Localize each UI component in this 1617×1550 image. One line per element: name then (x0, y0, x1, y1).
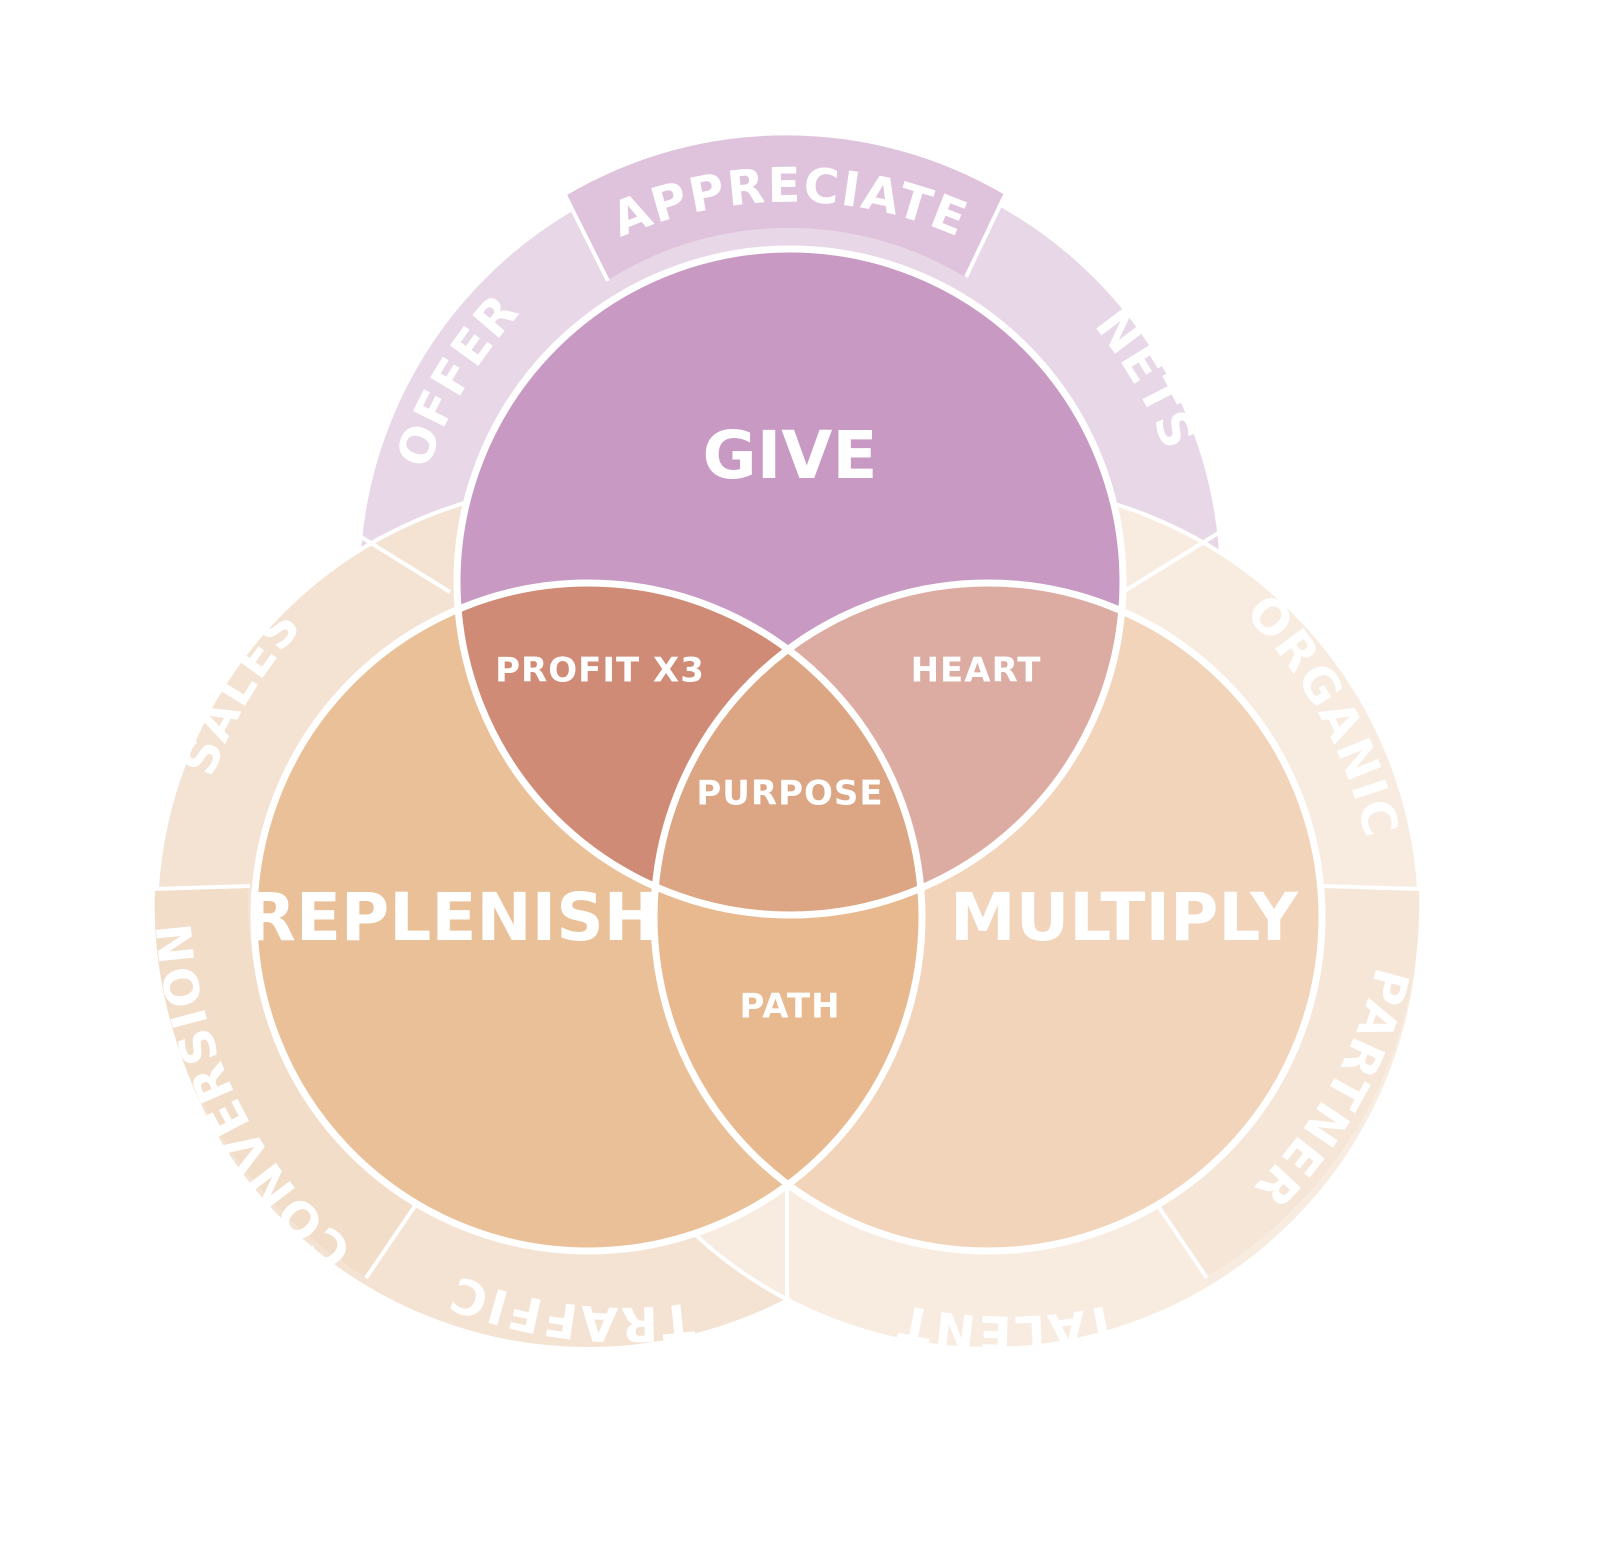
ring-segments (154, 135, 1420, 1277)
divider-line (1121, 530, 1222, 594)
label-profit: PROFIT X3 (495, 651, 705, 691)
label-heart: HEART (911, 651, 1042, 691)
divider-line (364, 1195, 423, 1280)
divider-line (964, 194, 1007, 278)
divider-line (1150, 1195, 1209, 1280)
divider-line (1322, 884, 1421, 891)
label-path: PATH (739, 987, 840, 1027)
label-purpose: PURPOSE (696, 774, 883, 814)
label-multiply: MULTIPLY (950, 879, 1299, 956)
ring-segment-appreciate (567, 135, 1005, 280)
ring-dividers (152, 194, 1421, 1300)
outline-multiply (650, 579, 1326, 1255)
divider-line (351, 530, 452, 594)
ring-segment-partner (1153, 887, 1420, 1277)
label-replenish: REPLENISH (245, 879, 659, 956)
outline-give (453, 245, 1127, 919)
label-give: GIVE (703, 417, 878, 494)
divider-line (152, 884, 251, 891)
region-purpose (654, 583, 922, 915)
ring-segment-conversion (154, 887, 420, 1277)
main-circles (250, 245, 1326, 1255)
divider-line (563, 194, 610, 282)
outline-replenish (250, 579, 926, 1255)
